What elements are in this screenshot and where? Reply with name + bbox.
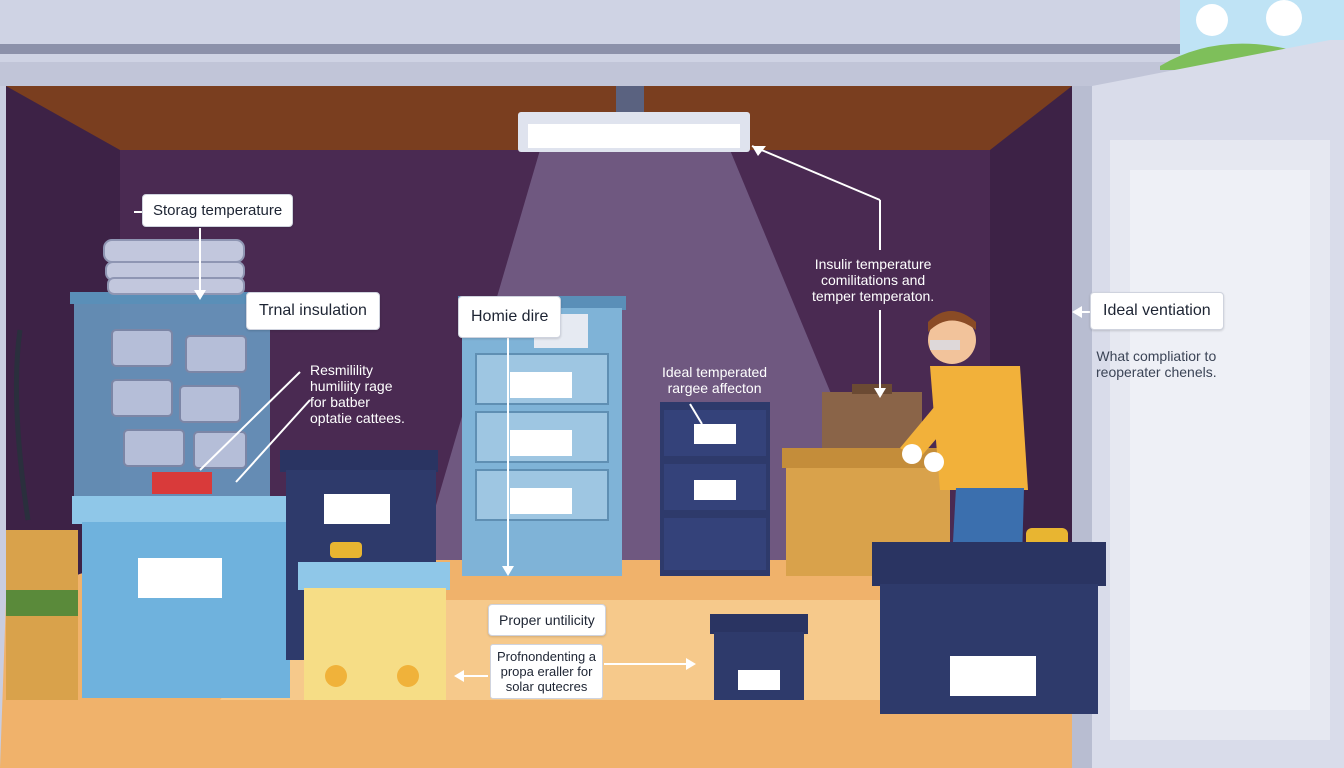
small-box-label [738, 670, 780, 690]
battery-icon [123, 429, 185, 467]
roof-trim [0, 44, 1180, 54]
label-thermal-insulation: Trnal insulation [246, 292, 380, 330]
ceiling-light-glow [528, 124, 740, 148]
note-line: optatie cattees. [310, 410, 405, 426]
note-line: humiliity rage [310, 378, 393, 394]
label-ideal-ventilation: Ideal ventiation [1090, 292, 1224, 330]
note-line: Insulir temperature [814, 256, 932, 272]
cabinet-label [510, 488, 572, 514]
blue-bin-lid [72, 496, 300, 524]
big-chest-label [950, 656, 1036, 696]
note-line: propa eraller for [500, 664, 593, 679]
drawer-label [694, 424, 736, 444]
yellow-box [304, 588, 446, 700]
blue-bin [82, 522, 290, 698]
cloud [1266, 0, 1302, 36]
label-home-dire: Homie dire [458, 296, 562, 338]
note-ventilation-detail: What compliatior to reoperater chenels. [1096, 348, 1217, 380]
cabinet-label [510, 430, 572, 456]
yellow-box-lid [298, 562, 450, 590]
big-chest-lid [872, 542, 1106, 586]
battery-icon [185, 335, 247, 373]
label-storage-temperature: Storag temperature [142, 194, 294, 227]
drawer-label [694, 480, 736, 500]
battery-icon [111, 379, 173, 417]
battery-icon [179, 385, 241, 423]
cable [13, 329, 31, 521]
note-temperature-combinations: Insulir temperature comilitations and te… [812, 256, 934, 304]
label-proper-humidity: Proper untilicity [488, 604, 606, 636]
note-solar-batteries: Profnondenting a propa eraller for solar… [490, 644, 604, 699]
light-mount [616, 86, 644, 114]
brown-case-handle [852, 384, 892, 394]
note-line: Ideal temperated [662, 364, 768, 380]
battery-icon [111, 329, 173, 367]
folded-blankets [103, 239, 245, 295]
note-line: rargee affecton [667, 380, 762, 396]
door-panel-inner [1130, 170, 1310, 710]
terminal [325, 665, 347, 687]
cloud [1196, 4, 1228, 36]
drawer [664, 518, 766, 570]
navy-chest-label [324, 494, 390, 524]
note-line: Profnondenting a [497, 649, 597, 664]
terminal [397, 665, 419, 687]
small-battery-icon [330, 542, 362, 558]
arrowheads [194, 146, 1082, 682]
note-ideal-temperature: Ideal temperated rargee affecton [662, 364, 767, 396]
bin-handle [152, 472, 212, 494]
note-line: What compliatior to [1096, 348, 1217, 364]
navy-chest-lid [280, 450, 438, 472]
note-line: solar qutecres [505, 679, 588, 694]
note-humidity-range: Resmilility humiliity rage for batber op… [310, 362, 405, 426]
cabinet-label [510, 372, 572, 398]
worker-figure [900, 311, 1028, 560]
note-line: reoperater chenels. [1096, 364, 1217, 380]
note-line: for batber [310, 394, 370, 410]
blue-bin-label [138, 558, 222, 598]
side-crate-stripe [6, 590, 78, 616]
small-box-lid [710, 614, 808, 634]
note-line: comilitations and [820, 272, 926, 288]
note-line: Resmilility [310, 362, 373, 378]
note-line: temper temperaton. [812, 288, 935, 304]
